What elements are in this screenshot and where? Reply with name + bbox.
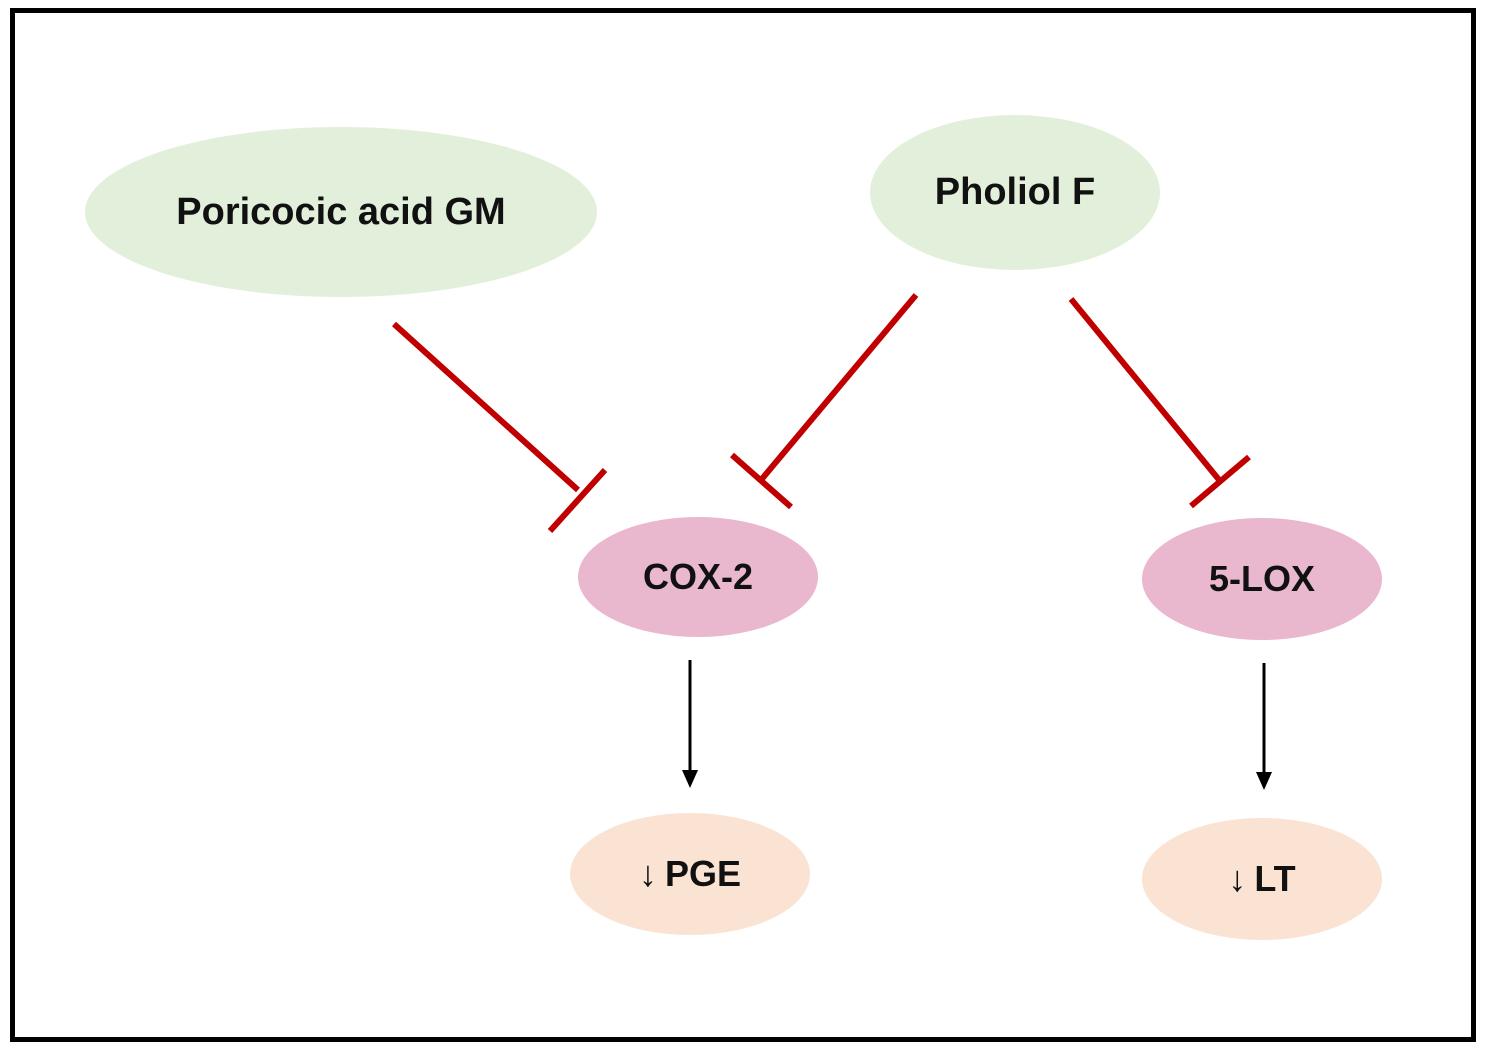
node-label: Pholiol F xyxy=(934,171,1096,213)
node-5-lox: 5-LOX xyxy=(1142,518,1382,640)
node-pholiol-f: Pholiol F xyxy=(870,115,1160,270)
node-cox-2: COX-2 xyxy=(578,517,818,637)
node-label: LT xyxy=(1254,858,1296,899)
node-label: COX-2 xyxy=(642,556,754,597)
node-label: Poricocic acid GM xyxy=(176,190,506,233)
node-label: PGE xyxy=(664,853,742,894)
node-pge: ↓ PGE xyxy=(570,813,810,935)
down-arrow-icon: ↓ xyxy=(638,853,657,894)
node-label: 5-LOX xyxy=(1208,558,1315,599)
node-poricocic-acid-gm: Poricocic acid GM xyxy=(85,127,597,297)
down-arrow-icon: ↓ xyxy=(1228,858,1247,899)
node-lt: ↓ LT xyxy=(1142,818,1382,940)
